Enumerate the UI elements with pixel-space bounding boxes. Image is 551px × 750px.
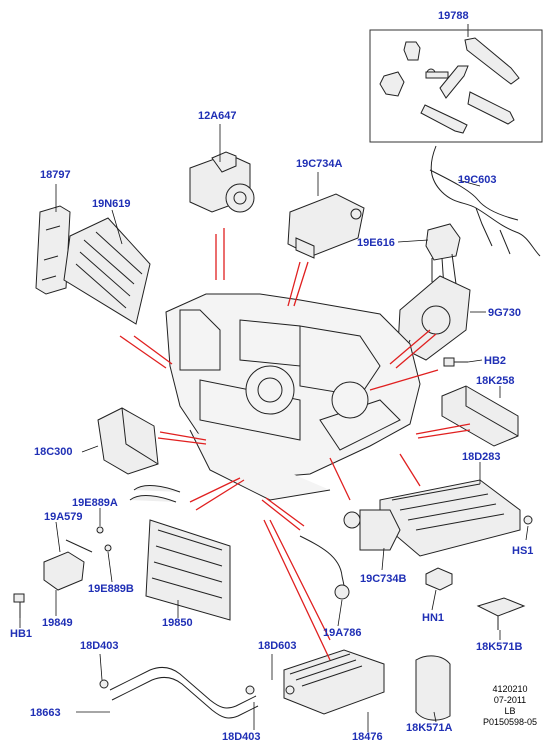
bracket-19a579-part <box>43 526 112 591</box>
evaporator-case-part <box>379 479 533 557</box>
screw-hb2-part <box>443 357 468 367</box>
callout-18d403-bottom[interactable]: 18D403 <box>222 731 261 743</box>
hvac-housing-main <box>165 293 421 501</box>
evaporator-core-part <box>283 649 385 715</box>
callout-18797[interactable]: 18797 <box>40 169 71 181</box>
callout-19788[interactable]: 19788 <box>438 10 469 22</box>
callout-19c603[interactable]: 19C603 <box>458 174 497 186</box>
actuator-b-part <box>343 509 401 551</box>
callout-18d403-top[interactable]: 18D403 <box>80 640 119 652</box>
callout-19c734b[interactable]: 19C734B <box>360 573 407 585</box>
blower-motor-part <box>189 151 255 213</box>
callout-19849[interactable]: 19849 <box>42 617 73 629</box>
callout-19e889a[interactable]: 19E889A <box>72 497 118 509</box>
leader-lines <box>119 228 471 661</box>
wiring-harness-part <box>429 145 541 257</box>
pipe-18663-part <box>99 666 259 719</box>
callout-hs1[interactable]: HS1 <box>512 545 534 557</box>
callout-19e616[interactable]: 19E616 <box>357 237 395 249</box>
callout-18663[interactable]: 18663 <box>30 707 61 719</box>
callout-18c300[interactable]: 18C300 <box>34 446 73 458</box>
seal-18k571b-part <box>476 597 526 630</box>
actuator-e616-part <box>425 223 461 289</box>
callout-hn1[interactable]: HN1 <box>422 612 445 624</box>
callout-9g730[interactable]: 9G730 <box>488 307 522 319</box>
callout-19e889b[interactable]: 19E889B <box>88 583 134 595</box>
filter-cover-part <box>35 205 71 295</box>
pipe-19a786-part <box>299 535 350 600</box>
seal-18k571a-part <box>415 655 451 721</box>
callout-hb1[interactable]: HB1 <box>10 628 33 640</box>
bolt-hb1-part <box>13 593 25 618</box>
pollen-filter-part <box>63 217 151 325</box>
callout-19a579[interactable]: 19A579 <box>44 511 83 523</box>
actuator-a-part <box>287 193 365 259</box>
actuator-kit-inset <box>369 24 543 143</box>
callout-19a786[interactable]: 19A786 <box>323 627 362 639</box>
reference-variant: LB <box>504 706 516 716</box>
callout-18k258[interactable]: 18K258 <box>476 375 515 387</box>
callout-19n619[interactable]: 19N619 <box>92 198 131 210</box>
reference-date: 07-2011 <box>493 695 527 705</box>
callout-18d283[interactable]: 18D283 <box>462 451 501 463</box>
reference-code: 4120210 <box>492 684 528 694</box>
actuator-pin-part <box>379 37 520 134</box>
callout-18k571b[interactable]: 18K571B <box>476 641 523 653</box>
callout-connectors <box>19 124 529 732</box>
callout-19850[interactable]: 19850 <box>162 617 193 629</box>
duct-18c300-part <box>97 407 159 475</box>
callout-18d603[interactable]: 18D603 <box>258 640 297 652</box>
callout-18k571a[interactable]: 18K571A <box>406 722 453 734</box>
reference-block: 4120210 07-2011 LB P0150598-05 <box>470 684 550 728</box>
callout-19c734a[interactable]: 19C734A <box>296 158 343 170</box>
callout-18476[interactable]: 18476 <box>352 731 383 743</box>
duct-18k258-part <box>441 385 519 447</box>
callout-12a647[interactable]: 12A647 <box>198 110 237 122</box>
nut-hn1-part <box>425 567 453 591</box>
heater-core-part <box>129 485 231 621</box>
reference-id: P0150598-05 <box>482 717 538 727</box>
callout-hb2[interactable]: HB2 <box>484 355 507 367</box>
